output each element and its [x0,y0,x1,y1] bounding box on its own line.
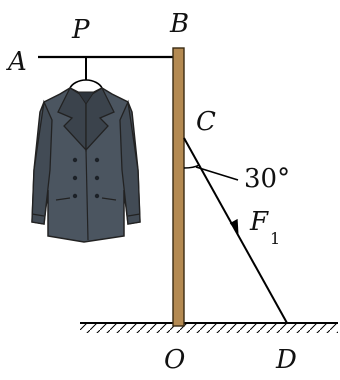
arrowhead-icon [229,218,239,234]
angle-leader-line [195,166,239,181]
label-c: C [196,107,216,137]
label-b: B [169,9,189,39]
ground-hatching [80,323,338,333]
label-d: D [275,345,297,375]
label-a: A [6,47,27,77]
force-label: F [249,207,269,237]
force-subscript: 1 [270,229,280,248]
angle-label: 30° [244,164,290,194]
coat-buttons [72,157,100,199]
vertical-pole [172,47,185,327]
angle-arc [183,164,200,169]
ground [80,322,338,333]
label-o: O [164,345,185,375]
coat-icon [31,79,141,243]
label-p: P [71,15,90,45]
